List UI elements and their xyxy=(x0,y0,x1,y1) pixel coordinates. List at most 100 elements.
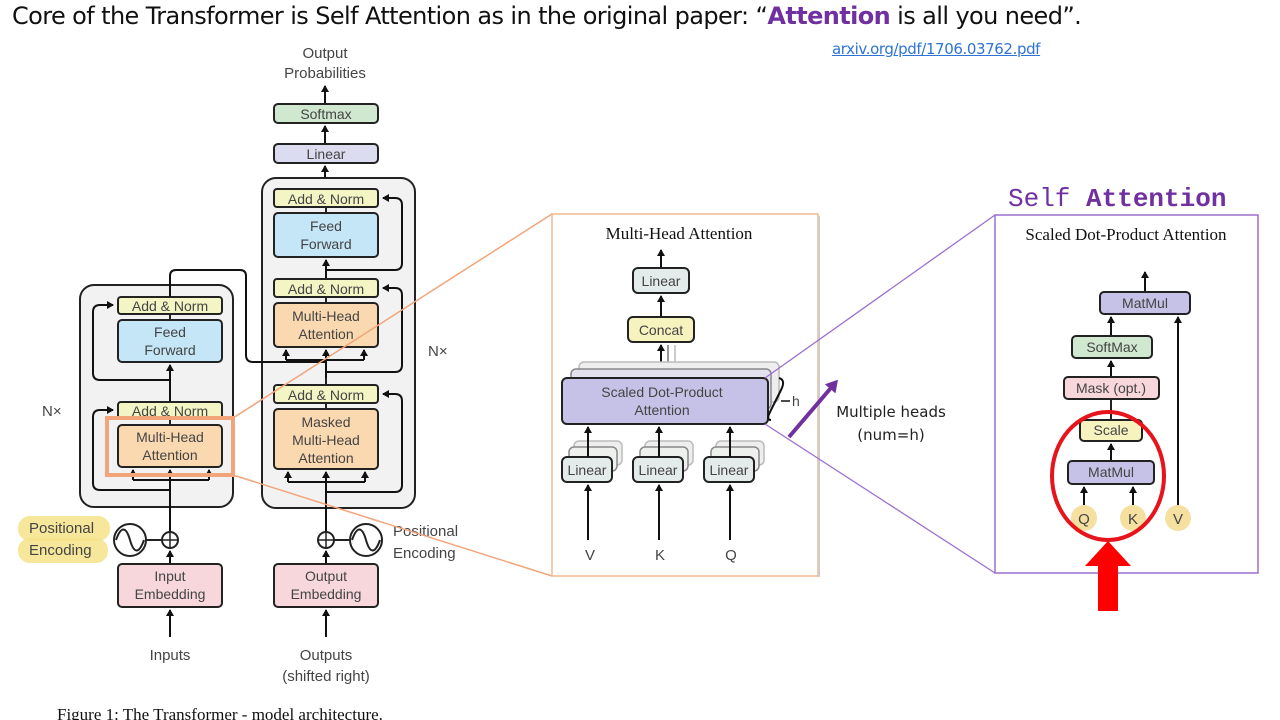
inputs-label: Inputs xyxy=(150,647,191,664)
linear-v-label: Linear xyxy=(568,462,607,478)
softmax-block xyxy=(273,103,379,124)
self-attention-heading: Self Attention xyxy=(1008,184,1226,214)
linear-k-label: Linear xyxy=(639,462,678,478)
concat-label: Concat xyxy=(639,322,683,338)
title-suffix: is all you need”. xyxy=(890,2,1082,30)
residual-arrow xyxy=(326,194,403,271)
decoder-mha-label-2: Attention xyxy=(298,326,353,342)
wave xyxy=(115,528,145,552)
decoder-add-norm-mid-label: Add & Norm xyxy=(288,281,364,297)
pos-enc-right-1: Positional xyxy=(393,523,458,540)
multiple-heads-label: Multiple heads xyxy=(836,403,946,421)
softmax-block xyxy=(1071,335,1153,359)
decoder-mha-label-1: Multi-Head xyxy=(292,308,360,324)
arxiv-link[interactable]: arxiv.org/pdf/1706.03762.pdf xyxy=(832,40,1041,58)
encoder-mha-label-1: Multi-Head xyxy=(136,429,204,445)
sdpa-label-2: Attention xyxy=(634,402,689,418)
q-input-circle xyxy=(1071,505,1097,531)
softmax-label: SoftMax xyxy=(1086,339,1137,355)
encoder-ff-label-1: Feed xyxy=(154,324,186,340)
zoom-connector xyxy=(764,423,996,574)
slide-title: Core of the Transformer is Self Attentio… xyxy=(12,2,1082,30)
transformer-architecture: Output Probabilities Softmax Linear N× A… xyxy=(18,45,458,720)
v-input-circle xyxy=(1165,505,1191,531)
zoom-connector xyxy=(232,213,553,419)
masked-label-3: Attention xyxy=(298,450,353,466)
residual-arrow xyxy=(92,406,170,491)
input-q-label: Q xyxy=(725,547,737,564)
zoom-connector xyxy=(232,474,553,577)
pos-enc-left-2: Encoding xyxy=(29,542,92,559)
mha-linear-block xyxy=(632,267,690,294)
self-attention-panel: Self Attention Scaled Dot-Product Attent… xyxy=(994,184,1259,574)
encoder-repeat-label: N× xyxy=(42,403,62,420)
input-k-label: K xyxy=(655,547,665,564)
encoder-to-decoder-connection xyxy=(169,269,326,363)
decoder-ff-label-1: Feed xyxy=(310,218,342,234)
masked-label-2: Multi-Head xyxy=(292,432,360,448)
outputs-label-2: (shifted right) xyxy=(282,668,370,685)
masked-label-1: Masked xyxy=(301,414,350,430)
mask-label: Mask (opt.) xyxy=(1076,380,1146,396)
h-label: h xyxy=(792,393,800,409)
decoder-add-norm-bottom-label: Add & Norm xyxy=(288,387,364,403)
num-heads-label: (num=h) xyxy=(857,426,924,444)
linear-block xyxy=(273,143,379,164)
decoder-repeat-label: N× xyxy=(428,343,448,360)
matmul-bottom-label: MatMul xyxy=(1088,464,1134,480)
sdpa-label-1: Scaled Dot-Product xyxy=(601,384,723,400)
matmul-top-block xyxy=(1099,291,1191,315)
outputs-label-1: Outputs xyxy=(300,647,353,664)
matmul-top-label: MatMul xyxy=(1122,295,1168,311)
title-prefix: Core of the Transformer is Self Attentio… xyxy=(12,2,768,30)
head-bracket xyxy=(767,377,785,421)
residual-arrow xyxy=(326,284,403,373)
positional-highlight xyxy=(18,516,110,541)
concat-block xyxy=(627,316,695,343)
pos-enc-right-2: Encoding xyxy=(393,545,456,562)
residual-arrow xyxy=(92,301,170,381)
heading-bold: Attention xyxy=(1086,184,1226,214)
encoder-mha-label-2: Attention xyxy=(142,447,197,463)
v-label: V xyxy=(1173,511,1183,528)
plus xyxy=(162,532,178,548)
residual-arrow xyxy=(326,390,403,493)
encoder-add-norm-top-label: Add & Norm xyxy=(132,298,208,314)
highlight-circle xyxy=(1050,410,1166,542)
highlight-box xyxy=(105,416,235,477)
red-arrow-icon xyxy=(1085,541,1131,611)
decoder-ff-label-2: Forward xyxy=(300,236,351,252)
figure-caption: Figure 1: The Transformer - model archit… xyxy=(57,705,383,720)
input-embedding-label-2: Embedding xyxy=(135,586,206,602)
output-probabilities-label-2: Probabilities xyxy=(284,65,366,82)
sdpa-block xyxy=(561,377,769,425)
positional-highlight xyxy=(18,538,108,563)
scale-label: Scale xyxy=(1093,422,1128,438)
title-highlight: Attention xyxy=(767,2,891,30)
mha-linear-label: Linear xyxy=(642,273,681,289)
mha-title: Multi-Head Attention xyxy=(606,224,753,243)
softmax-label: Softmax xyxy=(300,106,351,122)
k-label: K xyxy=(1128,511,1138,528)
output-embedding-block xyxy=(273,563,379,608)
plus xyxy=(318,532,334,548)
pos-enc-left-1: Positional xyxy=(29,520,94,537)
input-embedding-block xyxy=(117,563,223,608)
input-embedding-label-1: Input xyxy=(154,568,185,584)
encoder-add-norm-bottom-label: Add & Norm xyxy=(132,403,208,419)
wave xyxy=(351,528,381,552)
matmul-bottom-block xyxy=(1067,460,1155,485)
linear-heads: Linear Linear Linear xyxy=(561,440,765,483)
output-probabilities-label-1: Output xyxy=(302,45,348,62)
linear-label: Linear xyxy=(307,146,346,162)
zoom-connector xyxy=(764,214,996,379)
sdpa-title: Scaled Dot-Product Attention xyxy=(1025,225,1227,244)
heading-prefix: Self xyxy=(1008,184,1086,214)
multiple-heads-arrow xyxy=(787,379,838,439)
input-v-label: V xyxy=(585,547,595,564)
k-input-circle xyxy=(1120,505,1146,531)
scale-block xyxy=(1079,419,1143,442)
output-embedding-label-2: Embedding xyxy=(291,586,362,602)
output-embedding-label-1: Output xyxy=(305,568,347,584)
